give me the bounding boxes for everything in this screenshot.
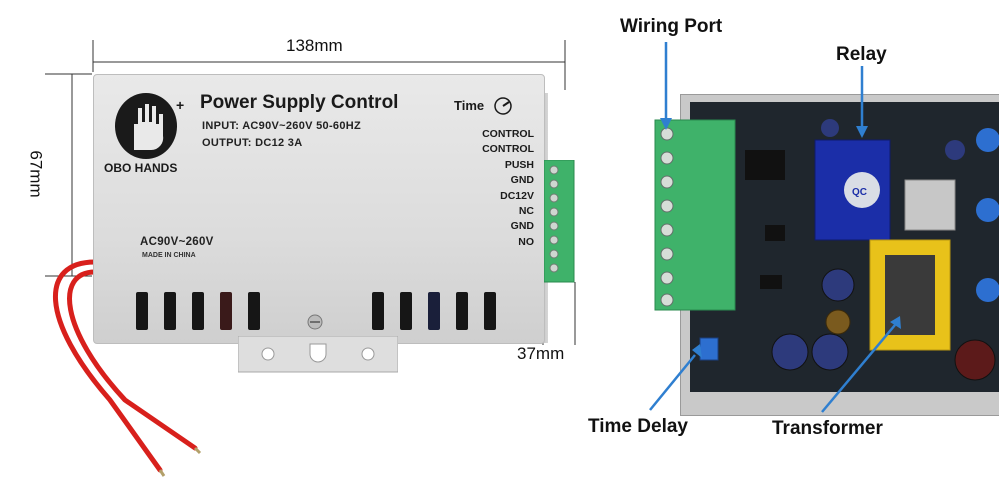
terminal-label: DC12V [500, 189, 534, 202]
terminal-block [544, 160, 575, 283]
input-spec: INPUT: AC90V~260V 50-60HZ [202, 120, 362, 132]
brand-name: OBO HANDS [104, 161, 178, 175]
vent-slot [428, 292, 440, 330]
vent-slot [456, 292, 468, 330]
callout-transformer: Transformer [772, 418, 883, 439]
made-in-label: MADE IN CHINA [142, 252, 196, 259]
time-label: Time [454, 98, 485, 113]
terminal-label: GND [510, 174, 534, 187]
callout-time-delay: Time Delay [588, 416, 688, 437]
terminal-label: PUSH [504, 158, 534, 171]
output-spec: OUTPUT: DC12 3A [202, 137, 303, 149]
vent-slot [400, 292, 412, 330]
vent-slot [248, 292, 260, 330]
red-wires [52, 259, 202, 477]
vent-group-right [372, 292, 496, 330]
callout-relay: Relay [836, 44, 887, 65]
terminal-labels: CONTROL CONTROL PUSH GND DC12V NC GND NO [450, 128, 534, 251]
time-dial-icon [494, 97, 512, 115]
vent-slot [484, 292, 496, 330]
terminal-label: NO [518, 235, 534, 248]
width-dimension-label: 138mm [286, 36, 343, 55]
screw-icon [307, 314, 323, 330]
vent-slot [136, 292, 148, 330]
hand-logo-icon: + [115, 93, 184, 159]
mounting-bracket [238, 336, 398, 373]
depth-dimension-label: 37mm [517, 344, 565, 363]
terminal-label: CONTROL [482, 128, 534, 140]
callout-wiring-port: Wiring Port [620, 16, 723, 37]
svg-text:QC: QC [852, 187, 867, 198]
device-photo: 138mm 67mm 37mm + OBO HANDS Power Supply… [27, 36, 576, 477]
vent-slot [220, 292, 232, 330]
svg-text:+: + [176, 97, 184, 113]
vent-group-left [136, 292, 260, 330]
terminal-label: GND [510, 220, 534, 233]
vent-slot [192, 292, 204, 330]
vent-slot [164, 292, 176, 330]
terminal-label: NC [518, 204, 534, 217]
terminal-label: CONTROL [482, 143, 534, 156]
ac-voltage-label: AC90V~260V [140, 236, 214, 248]
device-title: Power Supply Control [200, 92, 399, 113]
vent-slot [372, 292, 384, 330]
